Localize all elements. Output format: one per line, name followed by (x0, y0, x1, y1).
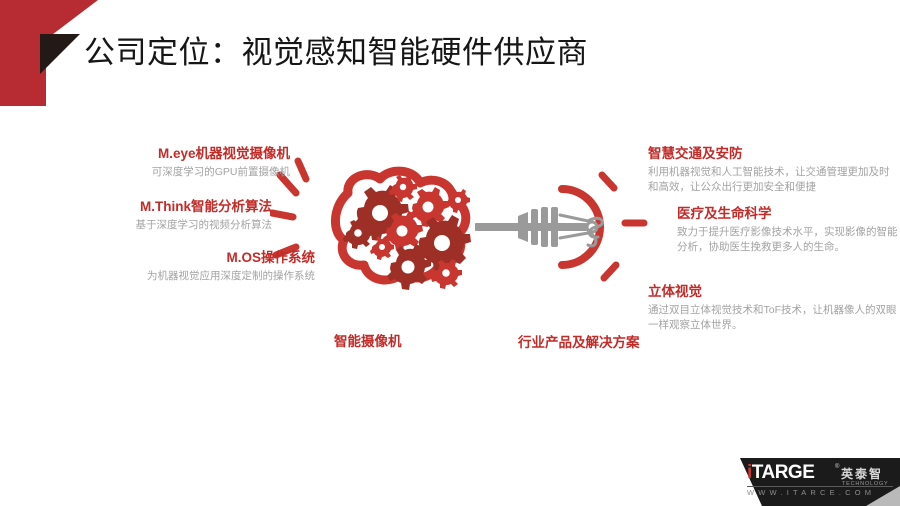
bulb-rays-icon (598, 171, 648, 282)
lightbulb-icon (518, 171, 648, 282)
application-heading: 医疗及生命科学 (677, 206, 772, 221)
title-triangle-icon (38, 32, 82, 76)
feature-subtitle: 为机器视觉应用深度定制的操作系统 (147, 270, 315, 282)
brain-rays-icon (270, 157, 310, 259)
application-block-medical: 医疗及生命科学 致力于提升医疗影像技术水平，实现影像的智能分析，协助医生挽救更多… (648, 205, 898, 255)
footer-logo: iTARGE ® 英泰智 TECHNOLOGY WWW.ITARCE.COM (740, 458, 900, 506)
feature-heading: M.OS操作系统 (226, 250, 315, 265)
application-block-stereo: 立体视觉 通过双目立体视觉技术和ToF技术，让机器像人的双眼一样观察立体世界。 (648, 283, 900, 333)
caption-solutions: 行业产品及解决方案 (518, 335, 640, 350)
logo-wordmark: iTARGE (747, 462, 815, 484)
logo-lockup: iTARGE ® 英泰智 TECHNOLOGY WWW.ITARCE.COM (747, 462, 899, 502)
page-title: 公司定位：视觉感知智能硬件供应商 (84, 35, 588, 70)
brain-gears-icon (343, 174, 471, 290)
application-heading: 智慧交通及安防 (648, 146, 743, 161)
footer-background (740, 458, 900, 506)
logo-rest: TARGE (751, 462, 815, 483)
feature-block-meye: M.eye机器视觉摄像机 可深度学习的GPU前置摄像机 (20, 145, 290, 180)
application-subtitle: 利用机器视觉和人工智能技术，让交通管理更加及时和高效，让公众出行更加安全和便捷 (648, 166, 890, 193)
center-illustration (270, 155, 670, 315)
logo-technology-text: TECHNOLOGY (842, 481, 889, 487)
feature-subtitle: 可深度学习的GPU前置摄像机 (151, 166, 290, 178)
feature-heading: M.Think智能分析算法 (140, 199, 272, 214)
application-heading: 立体视觉 (648, 284, 702, 299)
logo-divider (747, 486, 893, 487)
feature-subtitle: 基于深度学习的视频分析算法 (135, 219, 273, 231)
feature-heading: M.eye机器视觉摄像机 (157, 146, 290, 161)
logo-chinese-name: 英泰智 (841, 467, 884, 481)
logo-website-url: WWW.ITARCE.COM (747, 488, 876, 497)
logo-registered-mark: ® (835, 464, 840, 470)
feature-block-mthink: M.Think智能分析算法 基于深度学习的视频分析算法 (20, 198, 273, 233)
feature-block-mos: M.OS操作系统 为机器视觉应用深度定制的操作系统 (20, 249, 315, 284)
logo-i-letter: i (747, 462, 752, 483)
caption-smart-camera: 智能摄像机 (334, 334, 402, 349)
application-subtitle: 通过双目立体视觉技术和ToF技术，让机器像人的双眼一样观察立体世界。 (648, 304, 897, 331)
application-subtitle: 致力于提升医疗影像技术水平，实现影像的智能分析，协助医生挽救更多人的生命。 (677, 226, 898, 253)
application-block-traffic: 智慧交通及安防 利用机器视觉和人工智能技术，让交通管理更加及时和高效，让公众出行… (648, 145, 898, 195)
